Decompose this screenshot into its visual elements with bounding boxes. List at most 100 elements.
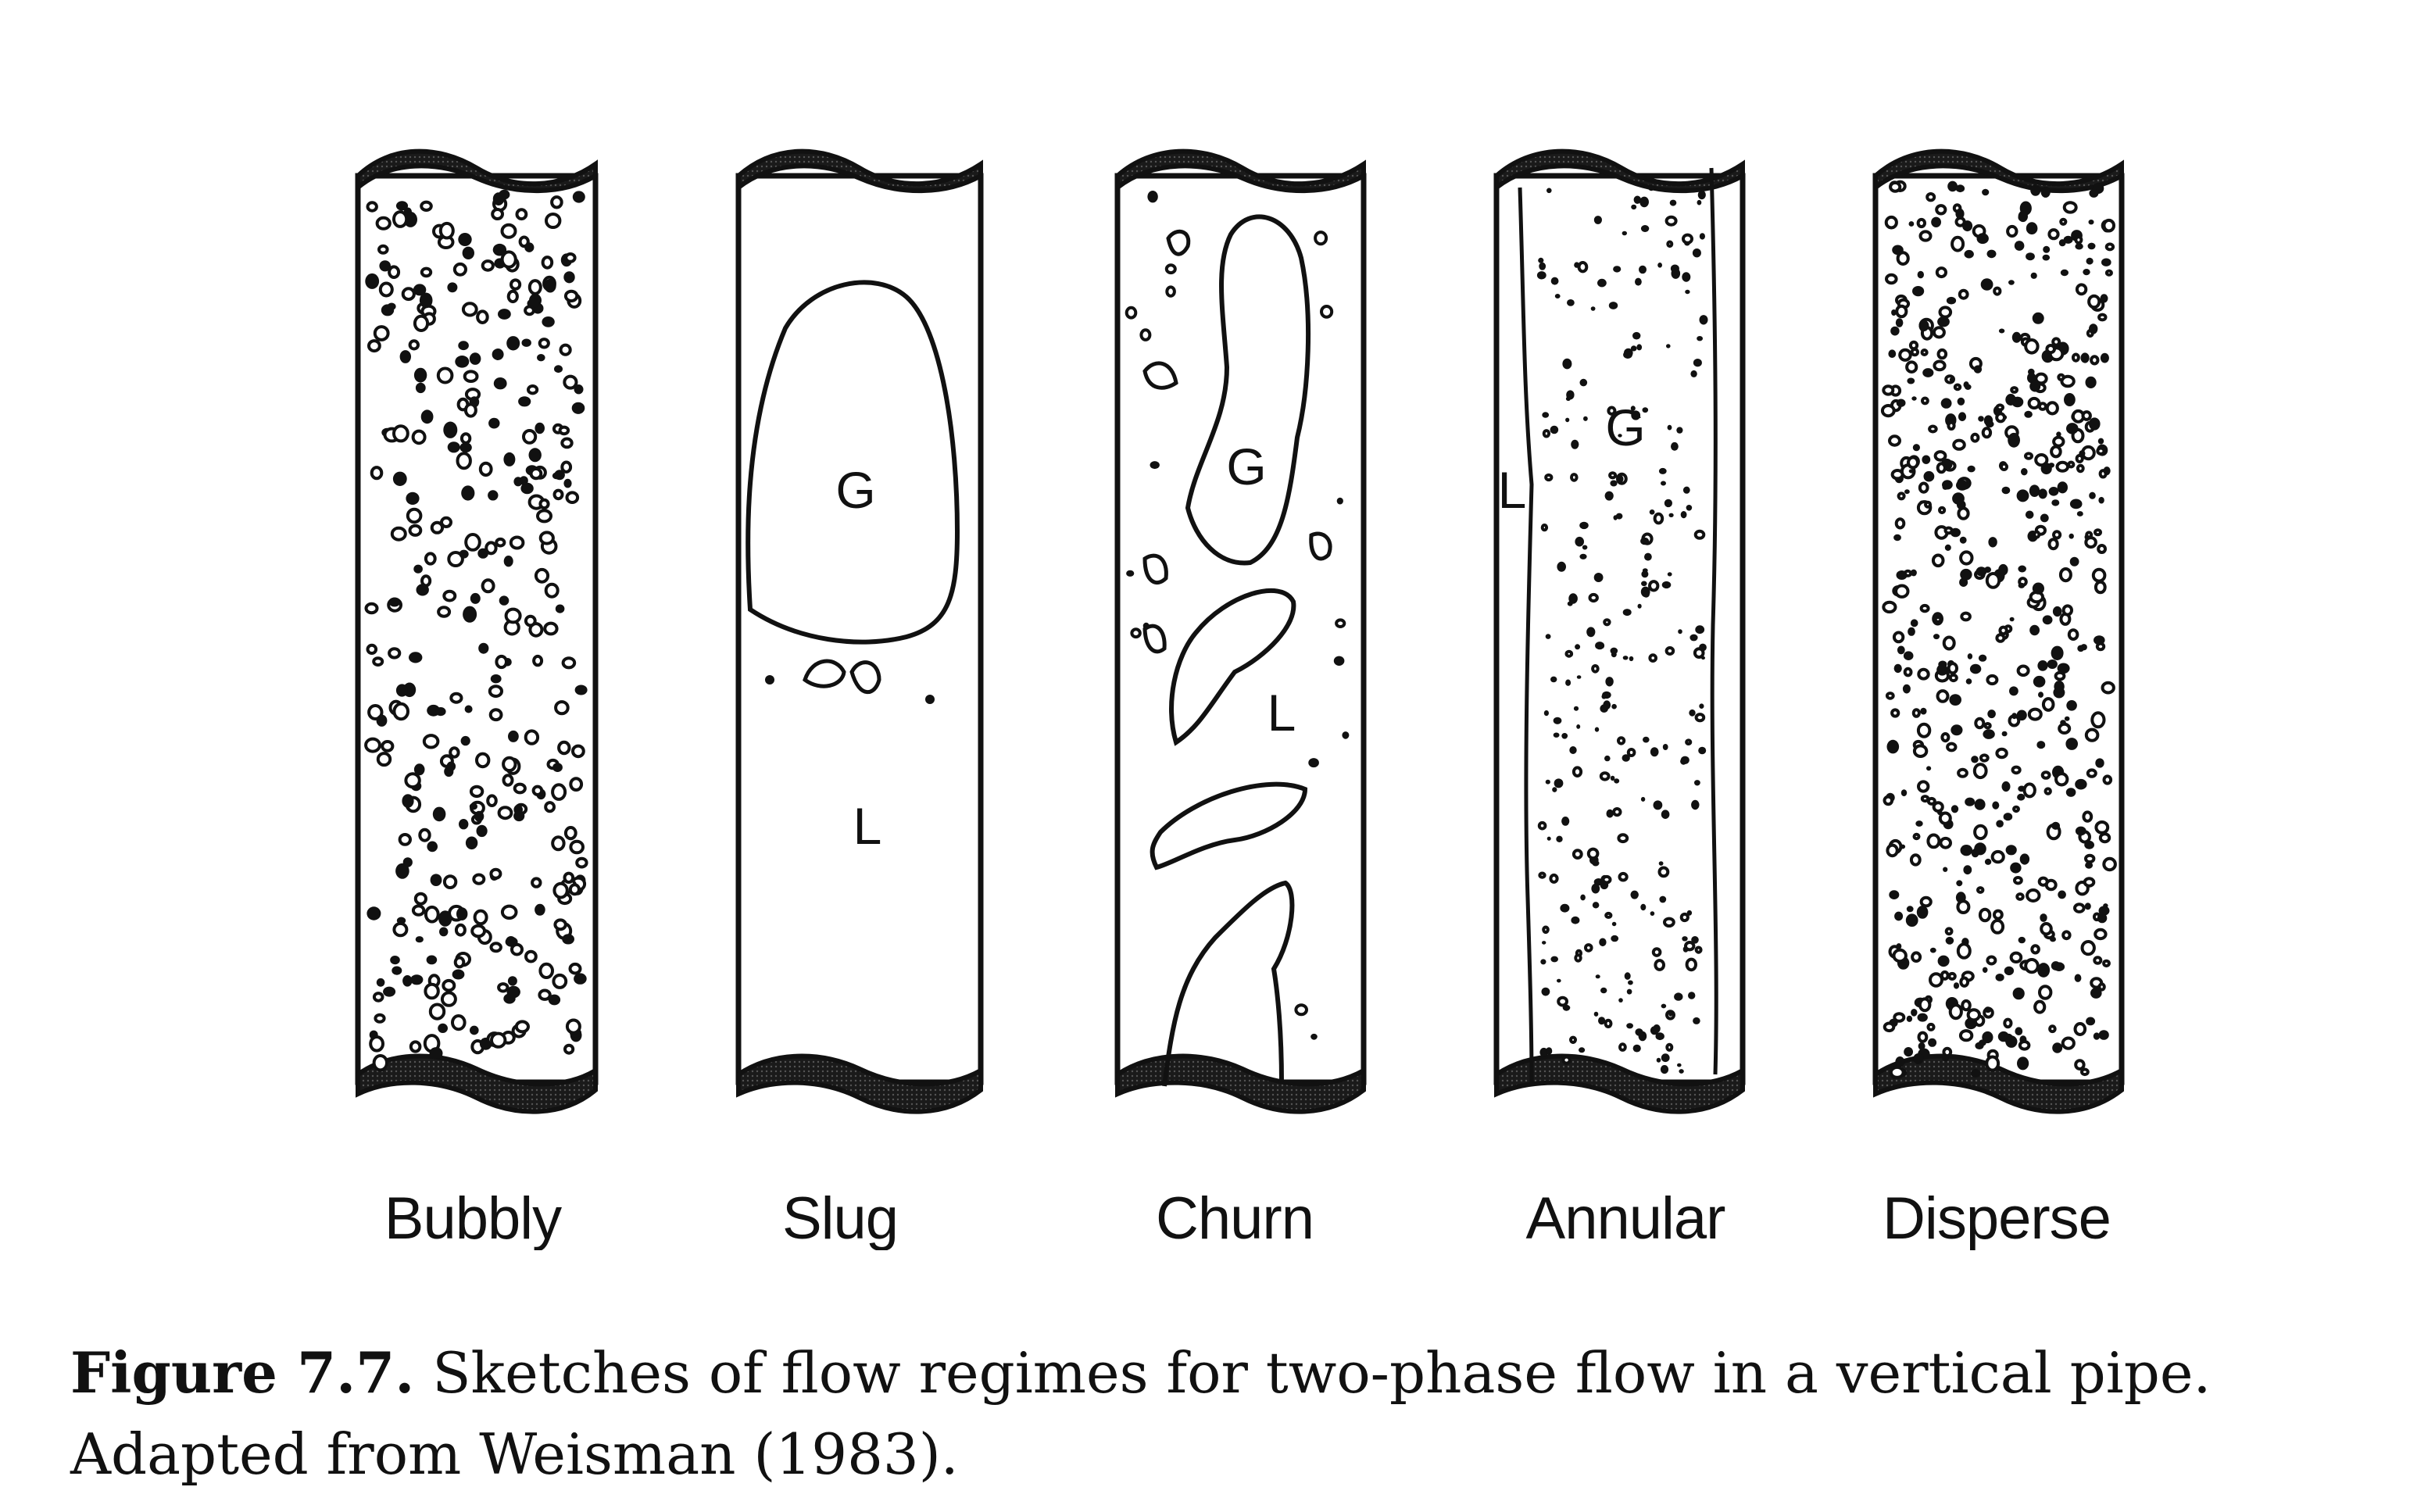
bubble	[1643, 736, 1650, 743]
bubble	[1918, 481, 1929, 494]
bubble	[1908, 340, 1919, 351]
bubble	[1919, 895, 1933, 908]
bubble	[2029, 624, 2040, 636]
bubble	[524, 729, 540, 745]
bubble	[2033, 530, 2041, 539]
bubble	[2003, 1017, 2013, 1029]
bubble	[1955, 208, 1965, 220]
bubble	[452, 262, 468, 277]
bubble	[2060, 269, 2069, 277]
bubble	[1694, 713, 1706, 723]
bubble	[2084, 840, 2095, 849]
bubble	[1976, 886, 1985, 894]
bubble	[1958, 412, 1967, 421]
bubble	[2058, 567, 2072, 583]
bubble	[509, 535, 525, 550]
bubble	[438, 910, 452, 927]
bubble	[1963, 865, 1972, 875]
bubble	[2048, 487, 2059, 496]
bubble	[372, 992, 384, 1003]
bubble	[413, 892, 428, 906]
bubble	[2008, 432, 2021, 448]
bubble	[537, 354, 545, 362]
bubble	[2097, 982, 2106, 992]
bubble	[2021, 468, 2028, 476]
bubble	[568, 962, 582, 975]
bubble	[1648, 580, 1660, 592]
bubble	[409, 1040, 422, 1053]
bubble	[544, 582, 560, 599]
bubble	[486, 794, 498, 807]
bubble	[1682, 936, 1688, 942]
bubble	[2045, 344, 2056, 355]
bubble	[473, 909, 488, 926]
bubble	[1936, 348, 1948, 360]
bubble	[1593, 1011, 1599, 1017]
bubble	[435, 707, 446, 717]
bubble	[1697, 190, 1706, 200]
bubble	[1618, 434, 1622, 438]
bubble	[1947, 662, 1959, 675]
bubble	[1985, 1055, 2001, 1072]
bubble	[2100, 294, 2108, 303]
bubble	[1644, 552, 1652, 561]
bubble	[1150, 461, 1160, 470]
bubble	[2018, 582, 2026, 588]
bubble	[458, 233, 472, 246]
bubble	[2080, 644, 2087, 651]
bubble	[1957, 767, 1968, 778]
bubble	[2052, 1042, 2063, 1053]
bubble	[2089, 417, 2101, 431]
bubble	[1908, 469, 1915, 474]
bubble	[1980, 278, 1993, 291]
bubble	[531, 785, 544, 796]
bubble	[1996, 820, 2004, 827]
bubble	[1607, 406, 1617, 416]
bubble	[2061, 604, 2074, 617]
bubble	[402, 975, 413, 987]
bubble	[413, 284, 427, 296]
bubble	[1616, 474, 1624, 484]
bubble	[2055, 460, 2070, 473]
churn-liquid-label: L	[1268, 684, 1296, 742]
bubble	[1599, 771, 1611, 781]
bubble	[1886, 843, 1899, 858]
bubble	[1912, 832, 1921, 841]
bubble	[2091, 567, 2107, 583]
bubble	[1694, 780, 1700, 786]
bubble	[1960, 568, 1972, 581]
bubble	[474, 810, 485, 822]
bubble	[1956, 880, 1963, 887]
bubble	[1948, 673, 1958, 683]
bubble	[472, 873, 486, 885]
bubble	[1540, 524, 1549, 532]
bubble	[1883, 1021, 1896, 1033]
bubble	[1556, 835, 1563, 843]
bubble	[1666, 240, 1674, 248]
bubble	[1896, 570, 1908, 580]
bubble	[510, 278, 522, 291]
annular-liquid-label: L	[1498, 461, 1527, 519]
bubble	[1546, 1047, 1553, 1055]
bubble	[2011, 331, 2022, 343]
bubble	[542, 316, 555, 327]
bubble	[564, 252, 577, 263]
bubble	[463, 606, 477, 623]
bubble	[402, 794, 414, 808]
bubble	[367, 906, 381, 920]
bubble	[538, 962, 555, 980]
bubble	[367, 704, 384, 720]
bubble	[1680, 757, 1687, 765]
bubble	[1633, 195, 1641, 204]
bubble	[2073, 903, 2086, 913]
bubble	[1885, 692, 1895, 700]
bubble	[1916, 217, 1927, 229]
bubble	[524, 242, 535, 252]
bubble	[1679, 1069, 1684, 1074]
bubble	[507, 976, 517, 986]
bubble	[1626, 988, 1632, 995]
bubble	[1554, 294, 1561, 298]
bubble	[520, 482, 534, 495]
bubble	[388, 265, 401, 280]
bubble	[1903, 651, 1914, 660]
